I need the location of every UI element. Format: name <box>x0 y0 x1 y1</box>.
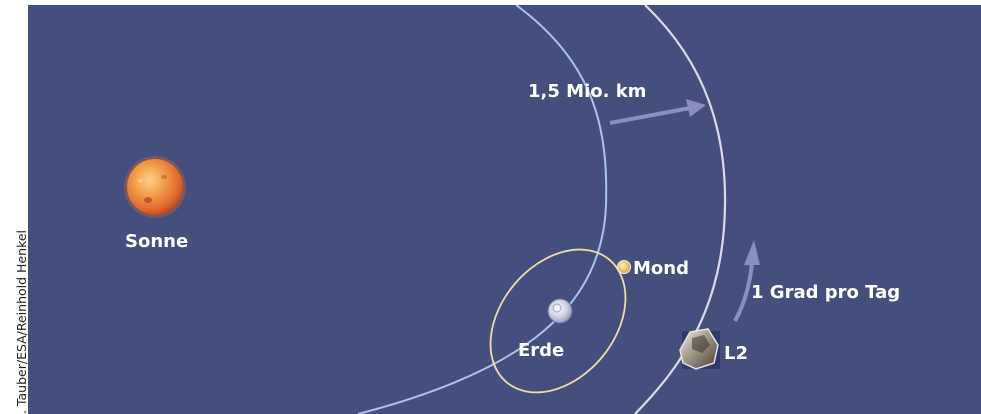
orbit-diagram: Sonne Erde Mond L2 1,5 Mio. km 1 Grad pr… <box>28 5 981 414</box>
moon-icon <box>617 260 631 274</box>
distance-arrow <box>609 99 706 125</box>
sun-icon <box>124 156 186 218</box>
l2-orbit <box>634 5 727 414</box>
earth-orbit <box>357 5 608 414</box>
sun-label: Sonne <box>125 231 188 252</box>
moon-label: Mond <box>633 258 689 279</box>
distance-label: 1,5 Mio. km <box>528 81 646 102</box>
rotation-arrow <box>733 240 760 322</box>
credit-strip: . Tauber/ESA/Reinhold Henkel <box>0 0 29 414</box>
rate-label: 1 Grad pro Tag <box>751 282 900 303</box>
earth-label: Erde <box>518 340 564 361</box>
l2-spacecraft-icon <box>679 328 720 370</box>
diagram-background <box>28 5 981 414</box>
earth-icon <box>547 298 573 324</box>
image-credit: . Tauber/ESA/Reinhold Henkel <box>14 229 29 414</box>
l2-label: L2 <box>724 343 748 364</box>
moon-orbit <box>489 248 627 394</box>
